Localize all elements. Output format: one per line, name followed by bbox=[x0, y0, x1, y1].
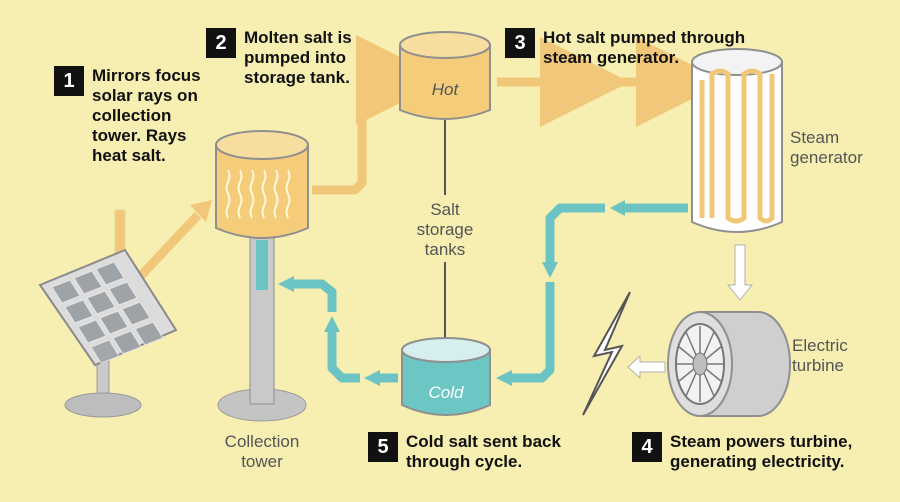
cold-tank-label: Cold bbox=[428, 383, 464, 402]
steam-generator-label: Steam generator bbox=[790, 128, 863, 167]
cold-pipe-return bbox=[496, 200, 688, 386]
step-1-badge: 1 bbox=[54, 66, 84, 96]
turbine-icon bbox=[667, 311, 791, 417]
cold-pipe-to-tower bbox=[278, 276, 398, 386]
step-5-badge: 5 bbox=[368, 432, 398, 462]
storage-tanks-label: Salt storage tanks bbox=[416, 200, 474, 259]
step-4-badge: 4 bbox=[632, 432, 662, 462]
step-3-badge: 3 bbox=[505, 28, 535, 58]
step-5-text: Cold salt sent back through cycle. bbox=[406, 432, 561, 471]
step-1-text: Mirrors focus solar rays on collection t… bbox=[92, 66, 201, 165]
step-3-text: Hot salt pumped through steam generator. bbox=[543, 28, 746, 67]
lightning-bolt-icon bbox=[582, 291, 631, 416]
hot-tank-label: Hot bbox=[431, 80, 459, 99]
step-3: 3 Hot salt pumped through steam generato… bbox=[505, 28, 768, 68]
cold-storage-tank bbox=[401, 337, 491, 416]
step-1: 1 Mirrors focus solar rays on collection… bbox=[54, 66, 234, 166]
power-arrow bbox=[627, 354, 666, 380]
hot-pipe-to-storage bbox=[312, 35, 446, 195]
collection-tower-label: Collection tower bbox=[224, 432, 300, 471]
collection-tower bbox=[215, 130, 309, 422]
hot-storage-tank bbox=[399, 31, 491, 120]
step-2-text: Molten salt is pumped into storage tank. bbox=[244, 28, 352, 87]
step-2-badge: 2 bbox=[206, 28, 236, 58]
step-2: 2 Molten salt is pumped into storage tan… bbox=[206, 28, 374, 88]
steam-generator-icon bbox=[691, 48, 783, 233]
step-5: 5 Cold salt sent back through cycle. bbox=[368, 432, 576, 472]
steam-arrow bbox=[726, 244, 754, 301]
step-4: 4 Steam powers turbine, generating elect… bbox=[632, 432, 870, 472]
electric-turbine-label: Electric turbine bbox=[792, 336, 848, 375]
solar-panel-icon bbox=[38, 248, 178, 418]
step-4-text: Steam powers turbine, generating electri… bbox=[670, 432, 853, 471]
